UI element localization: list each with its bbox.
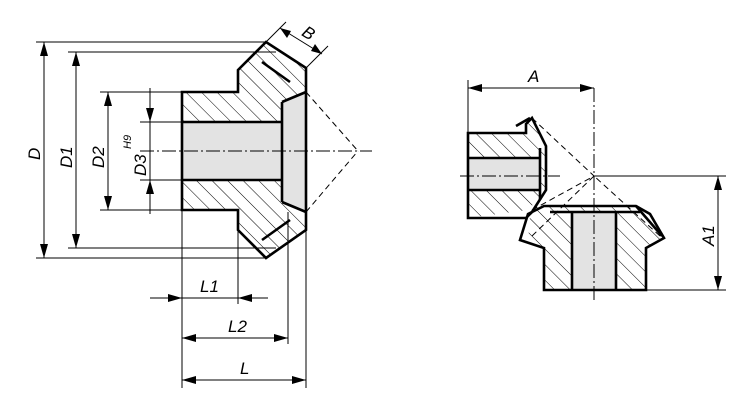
label-D1: D1 [57, 146, 76, 168]
label-L1: L1 [200, 277, 219, 296]
right-view-labels: A A1 [527, 67, 718, 247]
label-D3-tolerance: H9 [122, 135, 134, 149]
label-L2: L2 [228, 317, 247, 336]
label-A1: A1 [699, 225, 718, 247]
gear-pair-assembly-view [460, 88, 666, 300]
label-D3: D3 [131, 154, 150, 176]
label-D2: D2 [89, 146, 108, 168]
pinion-horizontal-bore [468, 158, 540, 190]
gear-section-view [140, 40, 372, 260]
right-view-dimensions [467, 80, 726, 291]
label-D: D [25, 148, 44, 160]
label-L: L [240, 359, 249, 378]
label-A: A [527, 67, 539, 86]
left-view-labels: B D D1 D2 D3 H9 L1 L2 L [25, 22, 318, 378]
left-view-dimensions [36, 21, 329, 388]
gear-cone-face [282, 92, 306, 212]
